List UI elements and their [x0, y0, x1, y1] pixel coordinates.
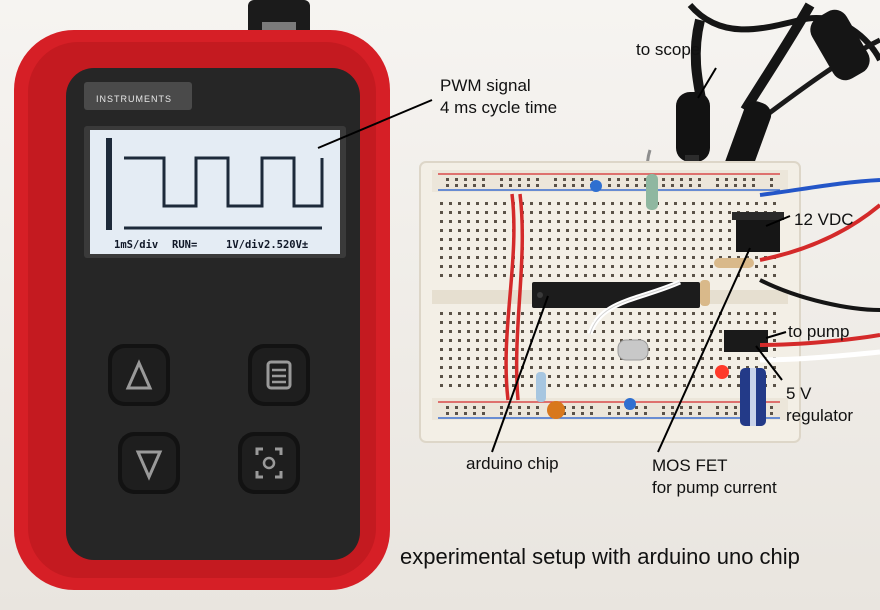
label-mos-fet: MOS FET [652, 456, 728, 475]
resistors [536, 174, 754, 402]
lcd-timebase: 1mS/div [114, 239, 158, 251]
caption: experimental setup with arduino uno chip [400, 544, 800, 569]
down-triangle-icon[interactable] [118, 432, 180, 494]
lcd-mode: RUN= [172, 239, 197, 251]
regulator [724, 330, 768, 352]
menu-icon[interactable] [248, 344, 310, 406]
oscilloscope-device: INSTRUMENTS 1mS/div RUN= 1V/div 2.520V± [14, 0, 390, 590]
label-pwm-signal: PWM signal [440, 76, 531, 95]
lcd-reading: 2.520V± [264, 239, 308, 251]
label-arduino-chip: arduino chip [466, 454, 559, 473]
callout-lines [317, 67, 791, 453]
brand-label: INSTRUMENTS [96, 94, 172, 104]
label-12vdc: 12 VDC [794, 210, 854, 229]
ceramic-capacitor [547, 180, 636, 419]
up-triangle-icon[interactable] [108, 344, 170, 406]
electrolytic-capacitor [740, 368, 766, 426]
label-cycle-time: 4 ms cycle time [440, 98, 558, 117]
pwm-waveform [124, 156, 324, 208]
lcd-volts: 1V/div [226, 239, 264, 251]
label-to-pump: to pump [788, 322, 850, 341]
wires [504, 178, 880, 401]
led [715, 365, 729, 379]
capture-icon[interactable] [238, 432, 300, 494]
lcd-screen [90, 130, 340, 254]
label-5v: 5 V [786, 384, 812, 403]
label-regulator: regulator [786, 406, 854, 425]
label-to-scope: to scope [636, 40, 701, 59]
label-pump-current: for pump current [652, 478, 777, 497]
mosfet [732, 212, 784, 252]
crystal [617, 339, 649, 361]
